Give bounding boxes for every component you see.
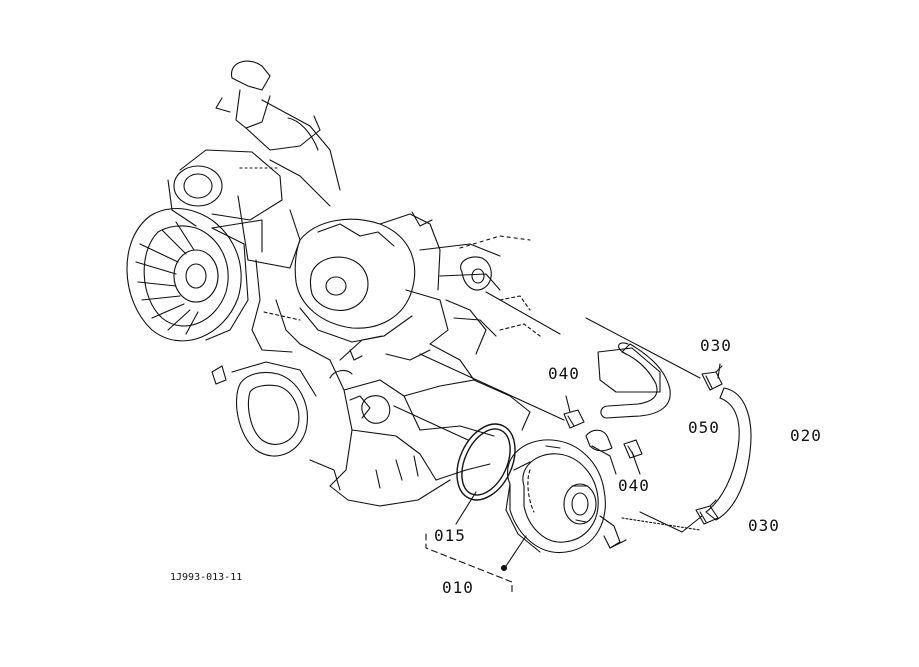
hose-020 [705, 387, 752, 521]
callout-030-upper: 030 [700, 336, 732, 355]
clamp-040-upper [563, 409, 585, 429]
cooler-inlet-pipe [585, 429, 613, 452]
drawing-number: 1J993-013-11 [170, 572, 243, 583]
leader-lines [393, 291, 721, 567]
clamp-040-lower [623, 439, 643, 459]
oil-cooler-010 [505, 439, 627, 554]
engine-block-illustration [126, 60, 541, 507]
callout-020: 020 [790, 426, 822, 445]
fan-pulley [126, 207, 249, 342]
o-ring-015 [456, 423, 516, 501]
callout-010: 010 [442, 578, 474, 597]
crank-pulley [231, 361, 317, 457]
callout-030-lower: 030 [748, 516, 780, 535]
bracket-010 [425, 533, 513, 593]
callout-015: 015 [434, 526, 466, 545]
callout-040-upper: 040 [548, 364, 580, 383]
hose-050 [597, 342, 671, 419]
hose-clamp-030-upper [701, 365, 723, 391]
leader-dot [500, 564, 508, 572]
callout-050: 050 [688, 418, 720, 437]
hose-clamp-030-lower [695, 499, 719, 525]
callout-040-lower: 040 [618, 476, 650, 495]
